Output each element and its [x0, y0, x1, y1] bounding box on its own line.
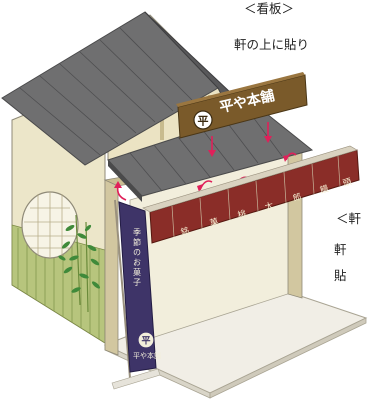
- eave-sign-dividers: [171, 155, 341, 238]
- banner-tail: [111, 368, 161, 390]
- eave-sign-chars: 銘 菓 桃 太 郎 饅 頭: [180, 177, 354, 238]
- eave-roof-edge: [108, 160, 142, 202]
- eave-char-3: 桃: [237, 208, 249, 221]
- banner-shop: 平や本舗: [133, 351, 161, 360]
- banner-crest: 平: [141, 336, 150, 347]
- eave-char-1: 銘: [180, 225, 191, 238]
- bamboo-plant: [58, 214, 101, 313]
- window-lattice: [24, 192, 76, 258]
- signboard-crest: 平: [198, 115, 209, 128]
- signboard-note: 軒の上に貼り: [234, 37, 310, 52]
- signboard-top: [176, 72, 305, 107]
- roof-lines: [19, 27, 193, 156]
- eave-char-5: 郎: [292, 191, 303, 204]
- arrow-banner: [116, 185, 127, 201]
- signboard-crest-circle: [193, 110, 213, 130]
- banner-pole: [114, 199, 131, 379]
- eave-note-1: 軒: [334, 242, 347, 257]
- eave-roof-lines: [129, 112, 283, 192]
- eave-heading: ＜軒: [336, 211, 362, 226]
- eave-char-6: 饅: [319, 183, 331, 196]
- eave-char-4: 太: [264, 200, 276, 213]
- banner-text: 季節のお菓子: [133, 227, 142, 288]
- banner-crest-circle: [138, 332, 154, 348]
- eave-sign-top: [142, 145, 358, 213]
- eave-char-2: 菓: [209, 216, 221, 229]
- signboard-heading: ＜看板＞: [244, 1, 295, 16]
- floor-edge-right: [209, 317, 367, 399]
- banner: [118, 201, 157, 373]
- eave-char-7: 頭: [342, 177, 354, 189]
- eave-note-2: 貼: [334, 268, 347, 283]
